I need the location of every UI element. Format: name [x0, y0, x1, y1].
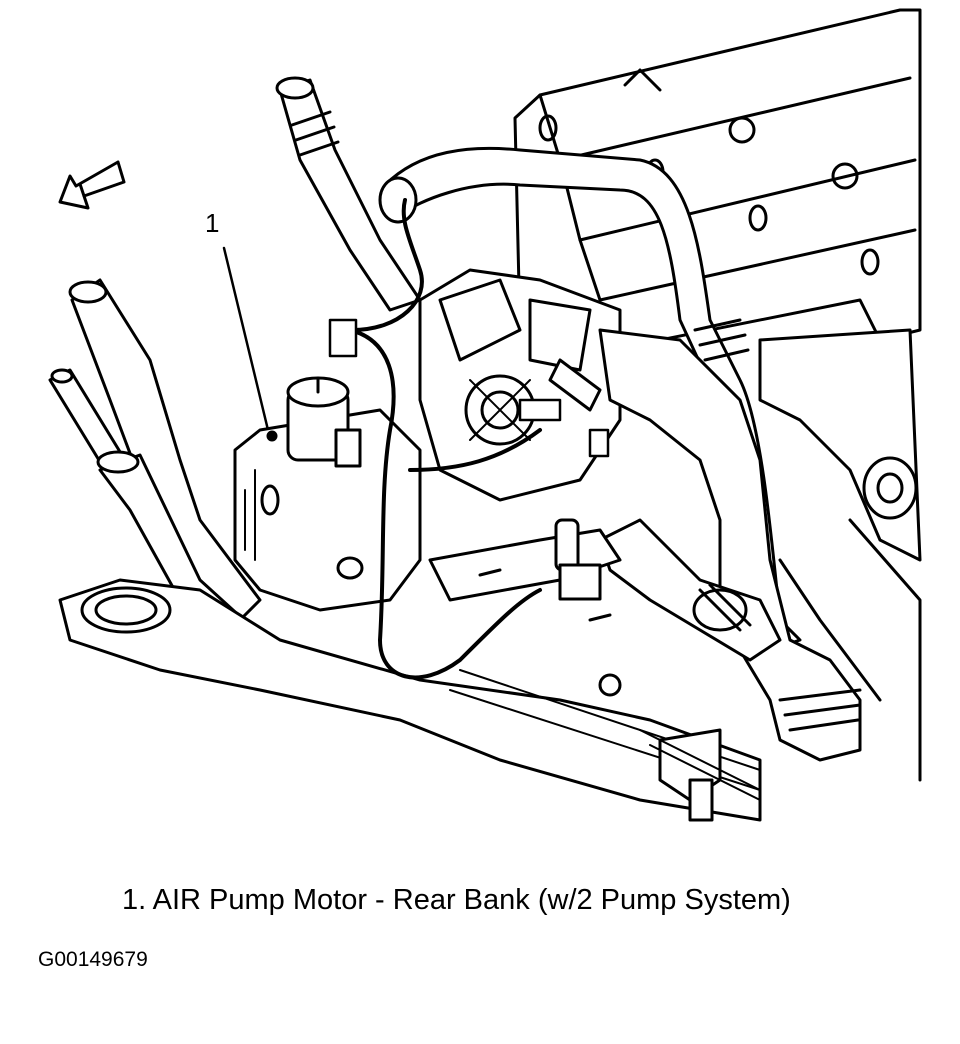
- lower-pipe: [600, 520, 780, 660]
- air-pump-motor: [235, 378, 420, 610]
- legend-item: 1. AIR Pump Motor - Rear Bank (w/2 Pump …: [122, 884, 791, 917]
- callout-leader-line: [224, 248, 268, 430]
- figure-id: G00149679: [38, 948, 148, 971]
- legend-item-number: 1.: [122, 884, 147, 916]
- legend-item-text: AIR Pump Motor - Rear Bank (w/2 Pump Sys…: [152, 884, 791, 916]
- direction-arrow: [60, 162, 124, 208]
- engine-bay-line-drawing: [0, 0, 960, 870]
- crossmember: [60, 580, 760, 820]
- callout-number: 1: [205, 208, 220, 238]
- wiring-harness: [330, 200, 608, 677]
- lower-right-hose: [600, 330, 860, 760]
- upper-pipe: [380, 148, 800, 650]
- exhaust-manifold: [760, 330, 920, 780]
- bracket: [640, 730, 760, 820]
- fitting: [430, 520, 620, 620]
